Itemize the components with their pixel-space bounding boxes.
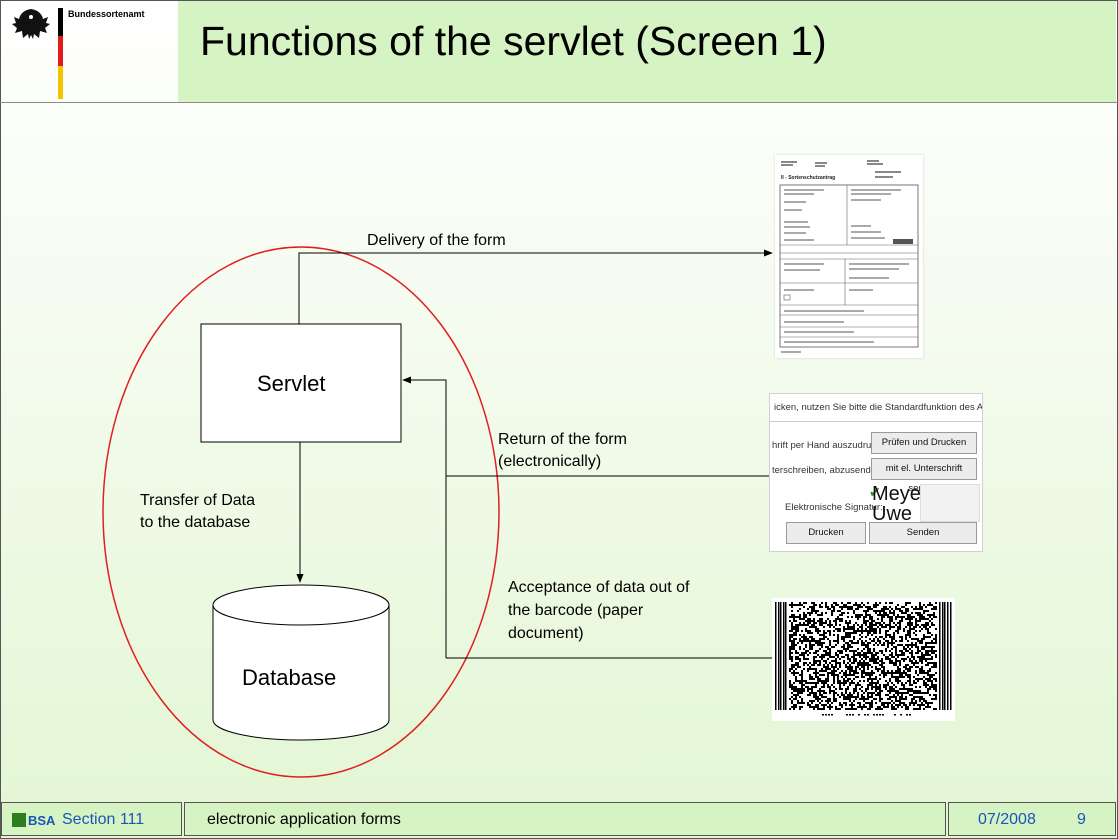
manual-print-text: hrift per Hand auszudrucken: <box>772 440 894 451</box>
footer-bar: BSA Section 111 electronic application f… <box>0 802 1118 839</box>
signature-name-line1: Meyer, <box>872 483 933 505</box>
reader-hint-text: icken, nutzen Sie bitte die Standardfunk… <box>774 402 983 413</box>
database-label: Database <box>242 665 337 690</box>
barcode-screenshot <box>772 598 955 721</box>
title-bar <box>178 1 1116 102</box>
transfer-label-line1: Transfer of Data <box>140 492 256 509</box>
bsa-logo-text: BSA <box>28 813 56 828</box>
acceptance-label-line2: the barcode (paper <box>508 602 644 619</box>
footer-date-cell: 07/2008 9 <box>948 802 1116 836</box>
federal-eagle-logo: Bundessortenamt <box>12 8 145 99</box>
footer-section-cell: BSA Section 111 <box>1 802 182 836</box>
footer-page-number: 9 <box>1077 811 1086 828</box>
check-print-button[interactable]: Prüfen und Drucken <box>871 432 977 454</box>
sign-send-text: terschreiben, abzusenden <box>772 465 882 476</box>
footer-section: Section 111 <box>62 811 145 828</box>
flag-stripe-gold <box>58 66 63 99</box>
return-label-line1: Return of the form <box>498 431 627 448</box>
eagle-icon <box>12 9 50 39</box>
servlet-label: Servlet <box>257 371 326 396</box>
print-button[interactable]: Drucken <box>786 522 866 544</box>
delivery-arrow <box>298 249 773 324</box>
form-heading: II - Sortenschutzantrag <box>781 175 835 181</box>
bsa-logo: BSA <box>12 813 56 828</box>
return-label-line2: (electronically) <box>498 453 602 470</box>
acceptance-label-line3: document) <box>508 625 584 642</box>
signature-screenshot: icken, nutzen Sie bitte die Standardfunk… <box>769 393 983 552</box>
footer-subject: electronic application forms <box>207 811 401 828</box>
delivery-label: Delivery of the form <box>367 232 506 249</box>
database-cylinder <box>212 584 390 741</box>
form-preview-graphic: II - Sortenschutzantrag <box>775 155 923 358</box>
transfer-label-line2: to the database <box>140 514 251 531</box>
flag-stripe-black <box>58 8 63 36</box>
send-signature-button[interactable]: mit el. Unterschrift senden <box>871 458 977 494</box>
header-rule <box>0 102 1118 103</box>
divider <box>770 421 982 422</box>
signature-label: Elektronische Signatur: <box>785 502 883 513</box>
signature-details <box>920 484 980 522</box>
barcode-graphic <box>772 598 955 721</box>
footer-subject-cell: electronic application forms <box>184 802 946 836</box>
slide-title: Functions of the servlet (Screen 1) <box>200 18 827 64</box>
form-screenshot: II - Sortenschutzantrag <box>775 155 923 358</box>
footer-date: 07/2008 <box>978 811 1036 828</box>
flag-stripe-red <box>58 36 63 66</box>
system-boundary-ellipse <box>102 246 500 778</box>
signature-name-line2: Uwe <box>872 503 913 525</box>
send-button[interactable]: Senden <box>869 522 977 544</box>
servlet-box <box>200 323 402 443</box>
checkmark-icon: ✔ <box>869 484 881 500</box>
return-arrow <box>402 376 770 477</box>
agency-name: Bundessortenamt <box>68 9 145 19</box>
acceptance-label-line1: Acceptance of data out of <box>508 579 690 596</box>
